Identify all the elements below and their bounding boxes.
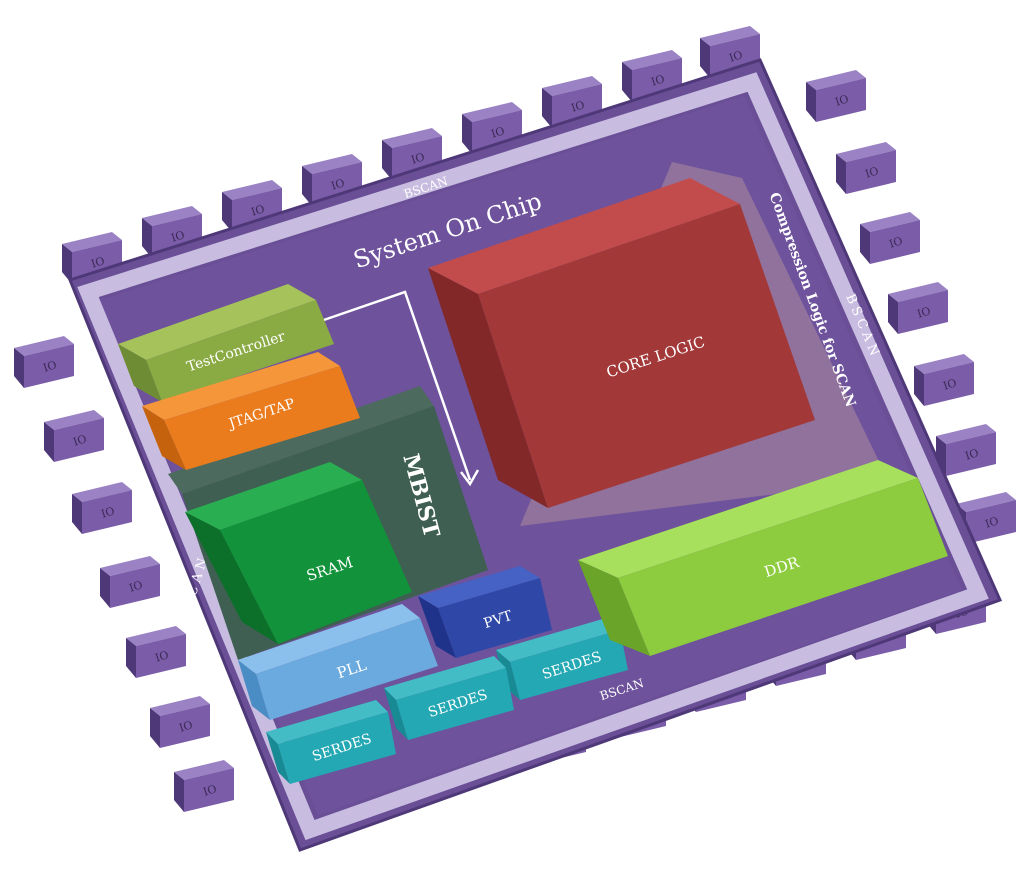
serdes-block-3: SERDES: [496, 618, 628, 700]
io-pad-label: IO: [169, 228, 186, 244]
serdes-block-2: SERDES: [384, 656, 514, 740]
test-controller-block: TestController: [118, 284, 334, 402]
scan-arrow-head: [460, 469, 480, 487]
io-pad-label: IO: [409, 150, 426, 166]
io-pad-label: IO: [41, 358, 58, 374]
ddr-block: DDR: [578, 460, 948, 656]
pll-block: PLL: [238, 604, 438, 720]
sram-block: SRAM: [185, 462, 412, 644]
serdes-block-1: SERDES: [266, 700, 396, 784]
io-pad-label: IO: [983, 514, 1000, 530]
jtag-tap-block: JTAG/TAP: [142, 352, 360, 470]
io-pad: IO: [72, 482, 132, 534]
io-pad-label: IO: [569, 98, 586, 114]
io-pad-label: IO: [489, 124, 506, 140]
io-pad: IO: [888, 282, 948, 334]
io-pad-label: IO: [177, 718, 194, 734]
io-pad: IO: [302, 154, 362, 206]
io-pad-label: IO: [833, 92, 850, 108]
io-pad-label: IO: [887, 234, 904, 250]
io-pad-label: IO: [89, 254, 106, 270]
scan-path-arrow: [317, 290, 472, 481]
io-pad: IO: [174, 760, 234, 812]
io-pad: IO: [806, 70, 866, 122]
io-pad-label: IO: [941, 376, 958, 392]
io-pad-label: IO: [127, 578, 144, 594]
pvt-block: PVT: [418, 566, 552, 658]
io-pad-label: IO: [915, 304, 932, 320]
io-pad: IO: [44, 410, 104, 462]
io-pad-label: IO: [963, 446, 980, 462]
io-pad-label: IO: [153, 648, 170, 664]
core-logic-block: CORE LOGIC: [428, 178, 815, 508]
io-pad-label: IO: [99, 504, 116, 520]
io-pad: IO: [150, 696, 210, 748]
io-pad: IO: [462, 102, 522, 154]
io-pad-label: IO: [329, 176, 346, 192]
io-pad-label: IO: [649, 72, 666, 88]
io-pad-label: IO: [863, 164, 880, 180]
io-pad-label: IO: [727, 48, 744, 64]
io-pad: IO: [914, 354, 974, 406]
io-pad: IO: [126, 626, 186, 678]
io-pad-label: IO: [201, 782, 218, 798]
io-pad-label: IO: [71, 432, 88, 448]
io-pad: IO: [860, 212, 920, 264]
io-pad-label: IO: [249, 202, 266, 218]
io-pad: IO: [14, 336, 74, 388]
io-pad: IO: [836, 142, 896, 194]
io-pad: IO: [100, 556, 160, 608]
io-pad: IO: [936, 424, 996, 476]
